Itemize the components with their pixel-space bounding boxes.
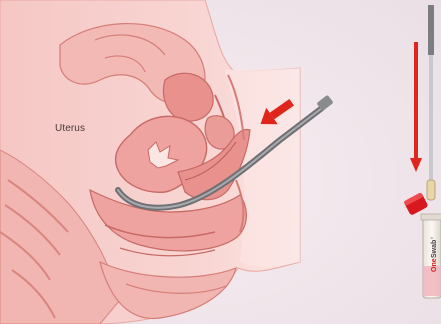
uterus-label: Uterus — [55, 123, 85, 134]
brand-prefix: One — [431, 258, 438, 272]
swab-stick-device — [427, 5, 435, 200]
collection-tube: One Swab ® — [421, 214, 441, 298]
brand-suffix: Swab — [431, 240, 438, 258]
down-arrow — [410, 42, 422, 172]
tube-cap — [403, 192, 428, 216]
